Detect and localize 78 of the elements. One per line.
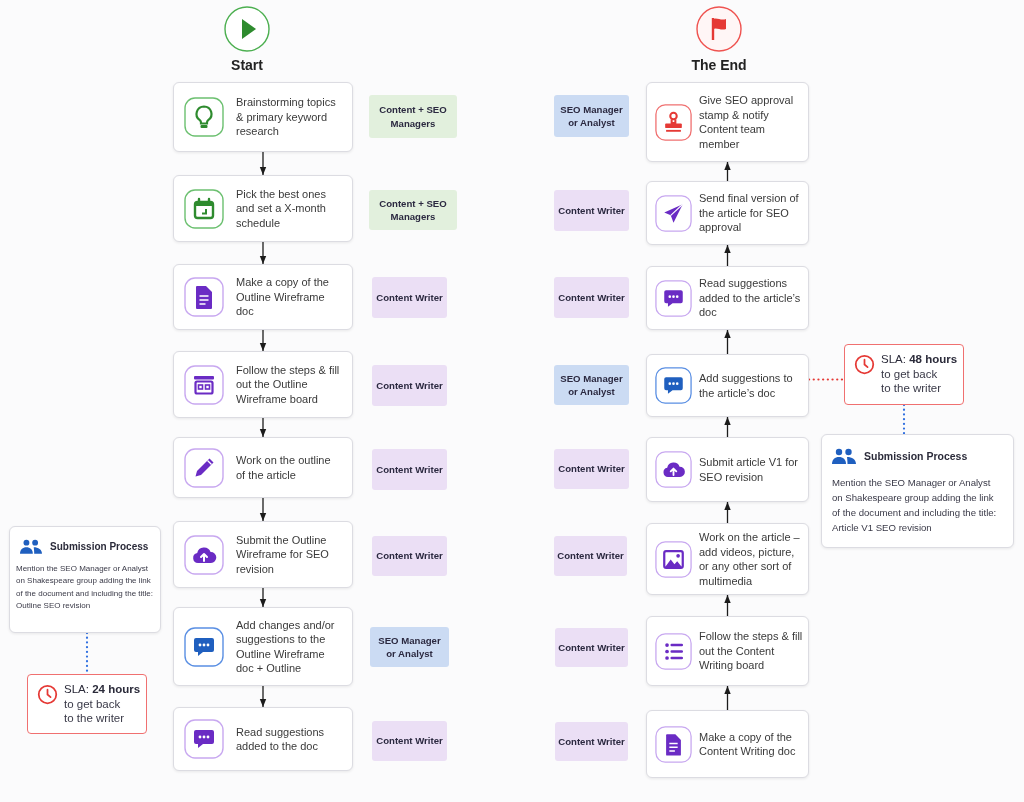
process-box	[646, 437, 809, 502]
role-tag: Content Writer	[372, 721, 447, 761]
arrow	[724, 416, 731, 438]
arrow	[259, 685, 267, 708]
arrow	[724, 685, 731, 711]
terminal-label: The End	[691, 57, 747, 73]
role-tag: Content Writer	[372, 365, 447, 406]
arrow	[724, 594, 731, 617]
role-tag: Content + SEO Managers	[369, 190, 457, 230]
role-tag: SEO Manager or Analyst	[554, 365, 629, 405]
step-text: Make a copy of the Content Writing doc	[699, 729, 797, 759]
sla-text: to get back to the writer	[881, 366, 943, 396]
process-box	[646, 82, 809, 162]
role-tag: Content Writer	[554, 536, 627, 576]
arrow	[259, 587, 267, 608]
card-heading: Submission Process	[50, 540, 149, 552]
arrow	[724, 161, 731, 182]
step-text: Pick the best ones and set a X-month schedule	[236, 186, 327, 231]
step-text: Work on the outline of the article	[236, 453, 332, 482]
role-tag: Content Writer	[372, 536, 447, 576]
process-box	[173, 264, 353, 330]
terminal-label: Start	[231, 57, 263, 73]
sla-card	[844, 344, 964, 405]
card-heading: Submission Process	[864, 450, 968, 462]
step-text: Give SEO approval stamp & notify Content team member	[699, 93, 795, 151]
role-tag: Content Writer	[554, 277, 629, 318]
process-box	[173, 437, 353, 498]
step-text: Submit the Outline Wireframe for SEO revision	[236, 532, 330, 577]
process-box	[646, 710, 809, 778]
role-tag: SEO Manager or Analyst	[370, 627, 449, 667]
arrow	[259, 241, 267, 265]
card-body: Mention the SEO Manager or Analyst on Shakespeare group adding the link of the document and including the title: Outline SEO revision	[16, 562, 154, 613]
sla-text: to get back to the writer	[64, 696, 126, 726]
step-text: Add changes and/or suggestions to the Outline Wireframe doc + Outline	[236, 617, 336, 676]
sla-heading: SLA: 24 hours	[64, 682, 141, 697]
info-card	[821, 434, 1014, 548]
dotted-connector	[807, 378, 846, 381]
process-box	[173, 175, 353, 242]
step-text: Read suggestions added to the article’s doc	[699, 276, 802, 320]
arrow	[724, 329, 731, 355]
role-tag: Content Writer	[372, 449, 447, 490]
step-text: Follow the steps & fill out the Content Writing board	[699, 629, 804, 673]
info-card	[9, 526, 161, 633]
role-tag: Content Writer	[555, 628, 628, 667]
process-box	[646, 354, 809, 417]
sla-heading: SLA: 48 hours	[881, 352, 958, 367]
step-text: Work on the article – add videos, picture, or any other sort of multimedia	[699, 530, 801, 588]
process-box	[646, 523, 809, 595]
arrow	[259, 329, 267, 352]
arrow	[724, 501, 731, 524]
process-box	[173, 521, 353, 588]
process-box	[646, 181, 809, 245]
arrow	[259, 497, 267, 522]
step-text: Brainstorming topics & primary keyword research	[236, 95, 337, 139]
role-tag: Content Writer	[555, 722, 628, 761]
sla-card	[27, 674, 147, 734]
card-body: Mention the SEO Manager or Analyst on Shakespeare group adding the link of the document and including the title: Article V1 SEO revision	[832, 476, 998, 536]
step-text: Read suggestions added to the doc	[236, 724, 326, 754]
process-box	[173, 707, 353, 771]
step-text: Send final version of the article for SEO approval	[699, 191, 800, 235]
step-text: Submit article V1 for SEO revision	[699, 455, 800, 484]
process-box	[173, 607, 353, 686]
step-text: Make a copy of the Outline Wireframe doc	[236, 275, 330, 319]
process-box	[173, 82, 353, 152]
step-text: Add suggestions to the article’s doc	[699, 371, 794, 400]
role-tag: SEO Manager or Analyst	[554, 95, 629, 137]
role-tag: Content Writer	[554, 449, 629, 489]
process-box	[173, 351, 353, 418]
role-tag: Content Writer	[372, 277, 447, 318]
role-tag: Content + SEO Managers	[369, 95, 457, 138]
dotted-connector	[902, 403, 906, 436]
role-tag: Content Writer	[554, 190, 629, 231]
step-text: Follow the steps & fill out the Outline Wireframe board	[236, 362, 341, 407]
arrow	[724, 244, 731, 267]
arrow	[259, 151, 267, 176]
arrow	[259, 417, 267, 438]
process-box	[646, 266, 809, 330]
process-box	[646, 616, 809, 686]
